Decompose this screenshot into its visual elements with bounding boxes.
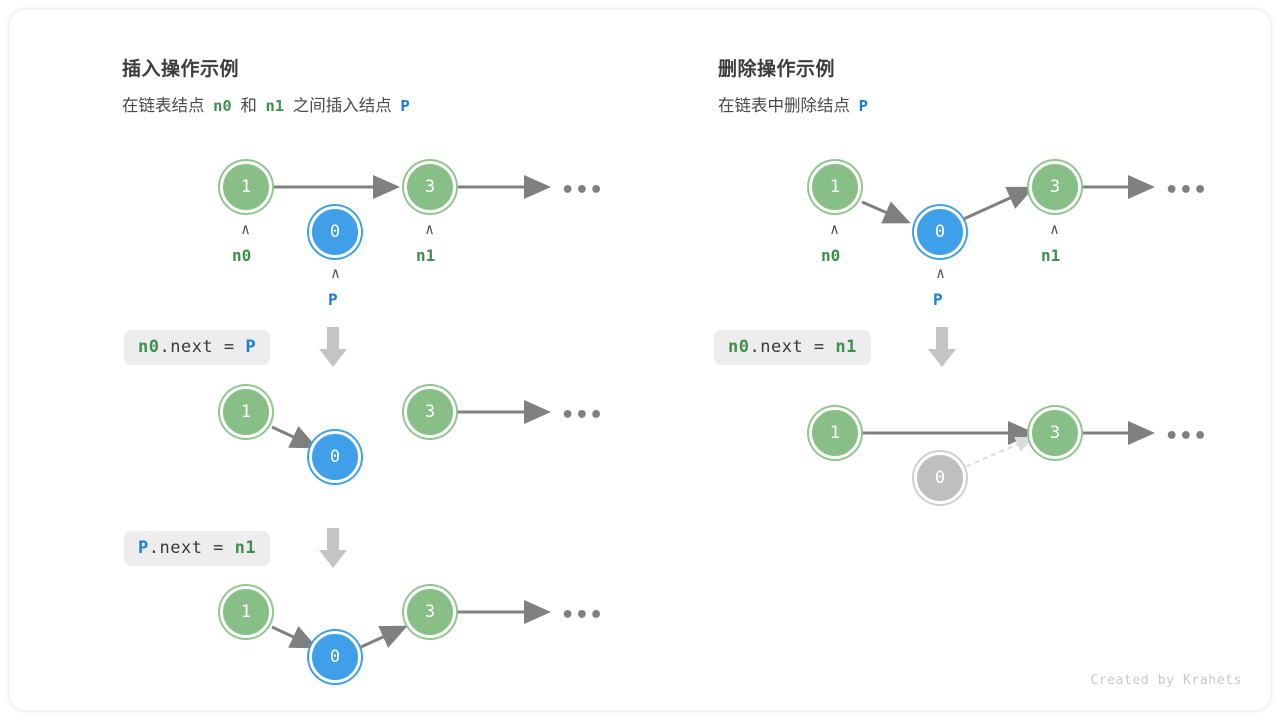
panel-insert-subtitle: 在链表结点 n0 和 n1 之间插入结点 P (122, 92, 414, 116)
delete-step1-node-removed: 0 (914, 452, 966, 504)
subtitle-text-1: 在链表中删除结点 (718, 97, 850, 115)
insert-step2-node-n0: 1 (220, 586, 272, 638)
subtitle-text-2: 和 (240, 97, 257, 115)
code-token-0: n0 (138, 337, 160, 357)
insert-step0-caret-p: ∧ (331, 264, 341, 282)
subtitle-token-p: P (400, 97, 410, 115)
diagram-card: 插入操作示例 在链表结点 n0 和 n1 之间插入结点 P (10, 10, 1270, 710)
insert-step2-code: P.next = n1 (124, 531, 271, 566)
code-token-0: n0 (728, 337, 750, 357)
subtitle-token-n0: n0 (213, 97, 232, 115)
insert-step2-down-arrow-icon (319, 528, 347, 568)
panel-insert: 插入操作示例 在链表结点 n0 和 n1 之间插入结点 P (10, 10, 640, 710)
edge-p-n1-step2 (360, 625, 408, 649)
edge-n0-p-step1 (271, 425, 318, 449)
delete-step0-node-n1: 3 (1029, 161, 1081, 213)
delete-step0-caret-n0: ∧ (830, 220, 840, 238)
delete-step0-caret-n1: ∧ (1050, 220, 1060, 238)
insert-step0-pointer-n0: n0 (232, 246, 252, 265)
delete-step0-pointer-p: P (933, 290, 943, 309)
insert-step1-down-arrow-icon (319, 327, 347, 367)
insert-step2-node-n1: 3 (404, 586, 456, 638)
delete-step0-pointer-n0: n0 (821, 246, 841, 265)
delete-step0-node-n0: 1 (809, 161, 861, 213)
delete-step0-node-p: 0 (914, 206, 966, 258)
delete-step0-pointer-n1: n1 (1041, 246, 1061, 265)
insert-step1-code: n0.next = P (124, 330, 271, 365)
insert-step0-caret-n1: ∧ (425, 220, 435, 238)
code-token-1: .next = (749, 337, 836, 357)
subtitle-text-1: 在链表结点 (122, 97, 205, 115)
insert-step0-node-p: 0 (309, 206, 361, 258)
code-token-1: .next = (148, 538, 235, 558)
insert-step1-node-n1: 3 (404, 386, 456, 438)
delete-step1-down-arrow-icon (928, 327, 956, 367)
delete-step0-caret-p: ∧ (936, 264, 946, 282)
code-token-0: P (138, 538, 149, 558)
insert-step1-ellipsis: ••• (561, 403, 604, 428)
code-token-2: n1 (835, 337, 857, 357)
delete-step1-node-n1: 3 (1029, 407, 1081, 459)
insert-step1-node-p: 0 (309, 431, 361, 483)
credit-text: Created by Krahets (1090, 673, 1242, 688)
subtitle-token-n1: n1 (265, 97, 285, 115)
delete-step0-ellipsis: ••• (1165, 178, 1208, 203)
panel-delete-title: 删除操作示例 (718, 59, 836, 80)
delete-step1-node-n0: 1 (809, 407, 861, 459)
panel-delete: 删除操作示例 在链表中删除结点 P (640, 10, 1270, 710)
edge-p-n1-step0 (956, 186, 1035, 224)
insert-step2-node-p: 0 (309, 631, 361, 683)
insert-step0-pointer-n1: n1 (416, 246, 436, 265)
edge-n0-p-step2 (271, 625, 318, 649)
edge-n0-p-step0 (861, 200, 911, 224)
delete-step1-code: n0.next = n1 (714, 330, 871, 365)
insert-step0-caret-n0: ∧ (241, 220, 251, 238)
subtitle-token-p: P (858, 97, 868, 115)
insert-step1-node-n0: 1 (220, 386, 272, 438)
edge-removed-faint-step1 (957, 437, 1034, 471)
insert-step0-node-n1: 3 (404, 161, 456, 213)
code-token-2: n1 (234, 538, 257, 558)
panel-delete-subtitle: 在链表中删除结点 P (718, 92, 872, 116)
delete-step1-ellipsis: ••• (1165, 424, 1208, 449)
panel-insert-title: 插入操作示例 (122, 59, 240, 80)
insert-step0-node-n0: 1 (220, 161, 272, 213)
code-token-1: .next = (159, 337, 246, 357)
subtitle-text-3: 之间插入结点 (292, 97, 392, 115)
insert-step0-pointer-p: P (328, 290, 338, 309)
insert-step2-ellipsis: ••• (561, 603, 604, 628)
code-token-2: P (245, 337, 257, 357)
insert-step0-ellipsis: ••• (561, 178, 604, 203)
